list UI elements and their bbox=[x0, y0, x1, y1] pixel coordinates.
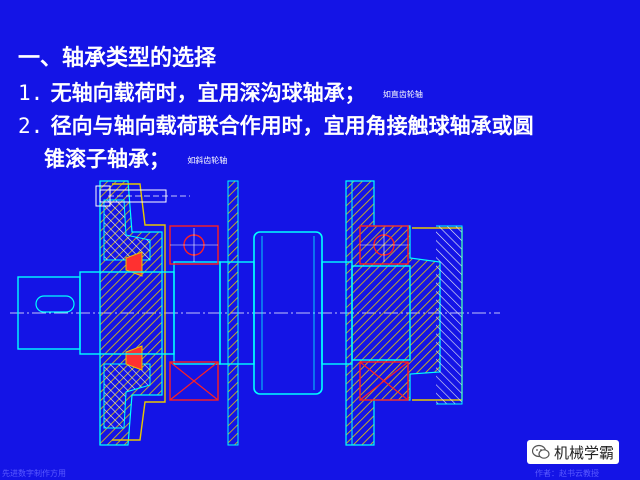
right-housing bbox=[345, 180, 463, 446]
wechat-icon bbox=[532, 444, 550, 459]
footer-right-text: 作者：赵书云教授 bbox=[535, 469, 599, 478]
left-bearing-cover bbox=[112, 183, 166, 441]
right-inner-wall bbox=[345, 180, 353, 446]
rule-number-2: 2. bbox=[18, 114, 44, 138]
seal-bottom bbox=[125, 345, 143, 371]
rule-note-2: 如斜齿轮轴 bbox=[187, 156, 228, 165]
footer-left-text: 先进数字制作方用 bbox=[2, 469, 66, 478]
rule-number-1: 1. bbox=[18, 81, 44, 105]
rule-line-2-continued: 锥滚子轴承； 如斜齿轮轴 bbox=[44, 143, 227, 173]
cover-bolt bbox=[95, 185, 190, 207]
left-housing bbox=[99, 180, 163, 446]
brand-name: 机械学霸 bbox=[554, 443, 615, 462]
wechat-brand-watermark: 机械学霸 bbox=[527, 440, 620, 464]
left-bearing bbox=[169, 225, 219, 401]
rule-note-1: 如直齿轮轴 bbox=[382, 90, 423, 99]
left-inner-wall bbox=[227, 180, 239, 446]
rule-text-2-continued: 锥滚子轴承； bbox=[44, 146, 170, 171]
seal-top bbox=[125, 251, 143, 277]
rule-line-1: 1. 无轴向载荷时，宜用深沟球轴承； 如直齿轮轴 bbox=[18, 77, 423, 107]
rule-line-2: 2. 径向与轴向载荷联合作用时，宜用角接触球轴承或圆 bbox=[18, 110, 534, 140]
rule-text-2: 径向与轴向载荷联合作用时，宜用角接触球轴承或圆 bbox=[50, 113, 534, 138]
rule-text-1: 无轴向载荷时，宜用深沟球轴承； bbox=[50, 80, 366, 105]
slide-heading: 一、轴承类型的选择 bbox=[18, 45, 217, 71]
right-bearing bbox=[359, 225, 409, 401]
